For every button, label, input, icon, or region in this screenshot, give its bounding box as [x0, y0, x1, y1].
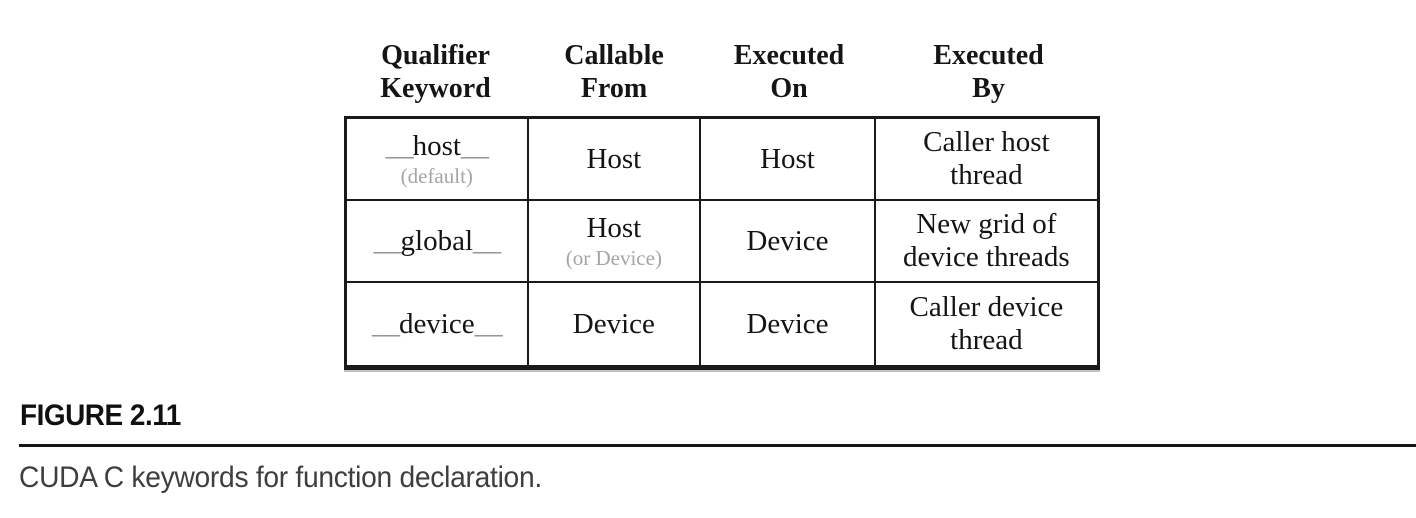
cell-text: Caller host thread	[923, 126, 1050, 191]
cell-note: (or Device)	[565, 245, 662, 270]
underscore-suffix: __	[473, 224, 501, 257]
col-header-line: On	[770, 73, 808, 104]
cuda-keywords-table: __host__ (default) Host Host Caller host…	[344, 116, 1100, 370]
cell-text: Host	[586, 142, 642, 175]
col-header-line: Executed	[933, 40, 1044, 71]
cell-executed-by-new-grid: New grid of device threads	[875, 201, 1097, 283]
underscore-prefix: __	[373, 224, 402, 257]
col-header-callable-from: Callable From	[527, 39, 701, 105]
caption-divider-rule	[19, 444, 1416, 447]
col-header-line: Executed	[733, 40, 845, 71]
keyword-word: host	[412, 129, 461, 162]
col-header-line: Qualifier	[381, 40, 490, 71]
cell-callable-from-host: Host	[528, 119, 702, 201]
col-header-line: Callable	[564, 40, 664, 71]
table-column-headers: Qualifier Keyword Callable From Executed…	[344, 39, 1100, 105]
underscore-suffix: __	[460, 129, 489, 162]
col-header-line: From	[580, 73, 648, 104]
underscore-suffix: __	[474, 307, 503, 340]
figure-caption-text: CUDA C keywords for function declaration…	[19, 461, 542, 494]
cell-text: Caller device thread	[909, 291, 1064, 356]
keyword-note: (default)	[400, 163, 473, 188]
keyword-text: __device__	[371, 307, 503, 341]
cell-keyword-device: __device__	[347, 283, 529, 365]
cell-text: Device	[746, 224, 829, 257]
col-header-executed-by: Executed By	[877, 39, 1100, 105]
keyword-text: __global__	[373, 224, 502, 258]
cell-keyword-host: __host__ (default)	[347, 119, 529, 201]
cell-text: Device	[746, 307, 829, 340]
cell-executed-by-caller-host: Caller host thread	[875, 119, 1097, 201]
figure-label: FIGURE 2.11	[20, 399, 181, 432]
cell-executed-on-host: Host	[701, 119, 876, 201]
cell-text: Host	[760, 142, 815, 175]
col-header-qualifier-keyword: Qualifier Keyword	[344, 39, 527, 105]
keyword-word: device	[398, 307, 475, 340]
underscore-prefix: __	[371, 307, 400, 340]
cell-text: Device	[572, 307, 655, 340]
cell-executed-on-device-2: Device	[701, 283, 876, 365]
cell-callable-from-host-or-device: Host (or Device)	[528, 201, 702, 283]
cell-callable-from-device: Device	[529, 283, 702, 365]
keyword-text: __host__	[385, 129, 489, 163]
cell-text: New grid of device threads	[903, 208, 1070, 273]
cell-executed-by-caller-device: Caller device thread	[876, 283, 1097, 365]
keyword-word: global	[400, 224, 474, 257]
col-header-line: By	[972, 73, 1005, 104]
col-header-executed-on: Executed On	[701, 39, 877, 105]
cell-keyword-global: __global__	[347, 201, 529, 283]
cell-text: Host	[586, 211, 642, 244]
cell-executed-on-device: Device	[701, 201, 876, 283]
col-header-line: Keyword	[380, 73, 491, 104]
underscore-prefix: __	[385, 129, 414, 162]
